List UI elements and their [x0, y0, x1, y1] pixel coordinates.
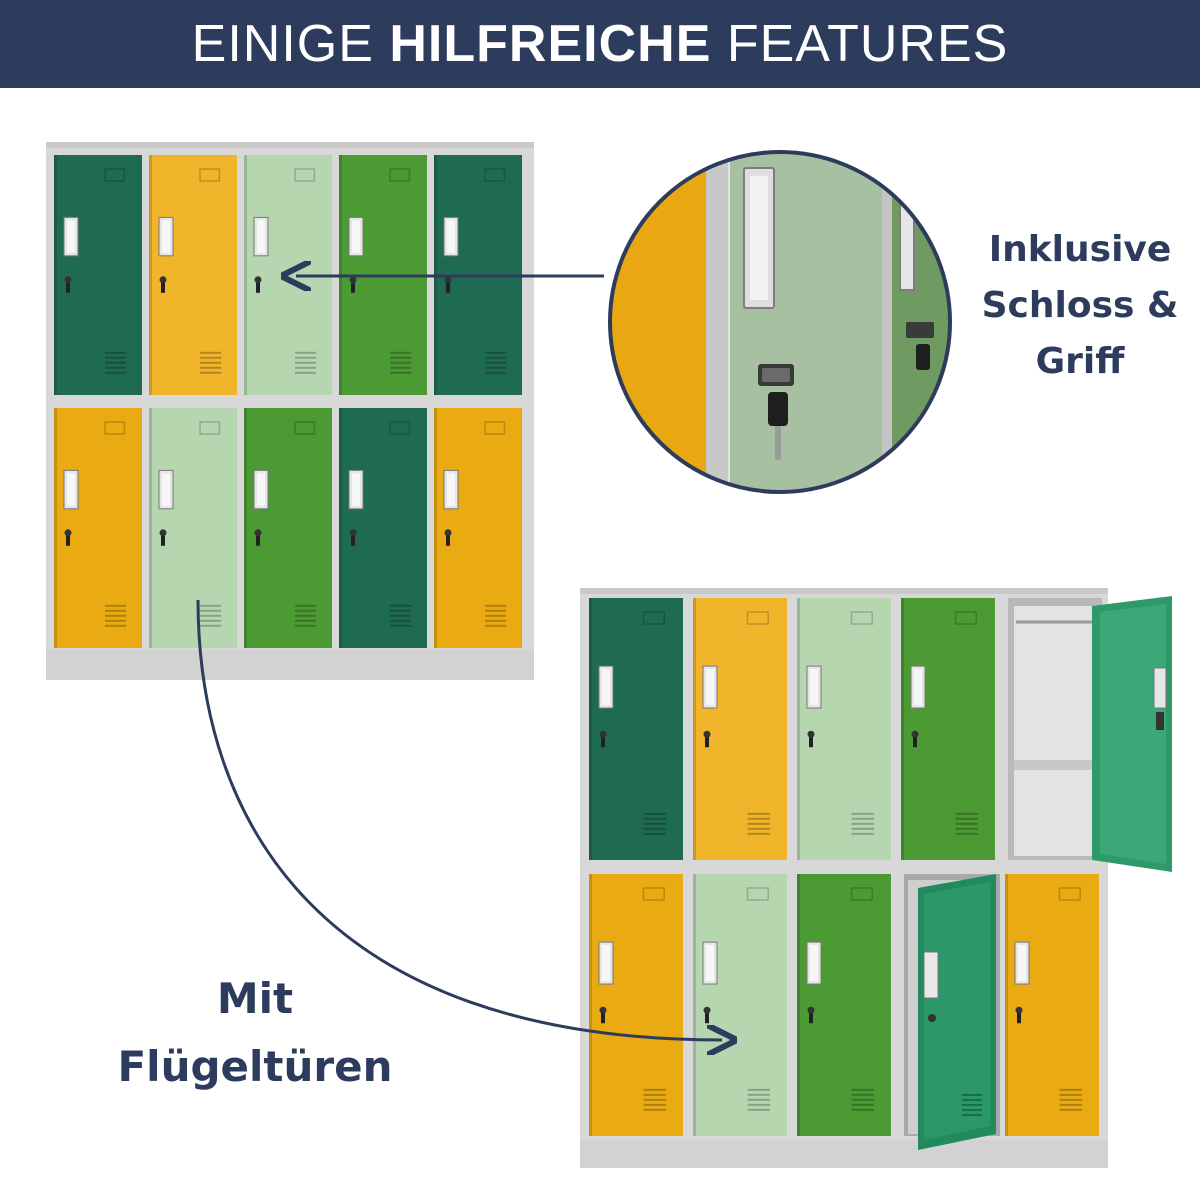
door-lock — [159, 276, 167, 284]
header-banner: EINIGE HILFREICHE FEATURES — [0, 0, 1200, 88]
banner-title-bold: HILFREICHE — [389, 15, 712, 73]
banner-title-part-2: FEATURES — [711, 15, 1009, 73]
door-lock — [64, 276, 72, 284]
door-lock — [254, 529, 262, 537]
lock-zoom-detail — [608, 150, 952, 494]
banner-title-part-1: EINIGE — [191, 15, 390, 73]
zoom-circle-border — [608, 150, 952, 494]
locker-door — [901, 598, 995, 860]
right-bottom-locker-row — [589, 874, 1099, 1136]
locker-door — [149, 408, 237, 648]
right-locker-cabinet — [580, 588, 1172, 1168]
locker-door — [149, 155, 237, 395]
open-compartment-top — [1008, 596, 1172, 872]
door-lock — [349, 276, 357, 284]
door-lock — [807, 730, 815, 738]
locker-door — [434, 408, 522, 648]
doors-callout: Mit Flügeltüren — [90, 978, 420, 1114]
lock-callout-line-3: Griff — [1035, 341, 1125, 382]
door-lock — [911, 730, 919, 738]
door-pointer-arrow — [196, 599, 722, 1040]
locker-door — [797, 874, 891, 1136]
open-compartment-bottom — [904, 874, 1000, 1150]
locker-door — [54, 155, 142, 395]
locker-door — [589, 598, 683, 860]
right-top-locker-row — [589, 598, 995, 860]
locker-door — [693, 874, 787, 1136]
shelf — [1014, 760, 1096, 770]
door-lock — [349, 529, 357, 537]
door-lock — [599, 1006, 607, 1014]
doors-callout-line-2: Flügeltüren — [117, 1042, 393, 1091]
locker-door — [589, 874, 683, 1136]
locker-door — [54, 408, 142, 648]
door-lock — [444, 276, 452, 284]
door-lock — [444, 529, 452, 537]
door-lock — [807, 1006, 815, 1014]
locker-door — [244, 408, 332, 648]
lock-handle-callout: Inklusive Schloss & Griff — [960, 232, 1200, 400]
door-lock — [599, 730, 607, 738]
door-lock — [254, 276, 262, 284]
door-lock — [1015, 1006, 1023, 1014]
door-lock — [703, 730, 711, 738]
left-locker-cabinet — [46, 142, 534, 680]
lock-callout-line-1: Inklusive — [988, 229, 1172, 270]
door-lock — [64, 529, 72, 537]
locker-door — [1005, 874, 1099, 1136]
door-lock — [703, 1006, 711, 1014]
locker-door — [339, 408, 427, 648]
door-lock — [159, 529, 167, 537]
locker-door — [693, 598, 787, 860]
left-bottom-locker-row — [54, 408, 522, 648]
locker-door — [797, 598, 891, 860]
lock-callout-line-2: Schloss & — [981, 285, 1179, 326]
doors-callout-line-1: Mit — [216, 974, 294, 1023]
